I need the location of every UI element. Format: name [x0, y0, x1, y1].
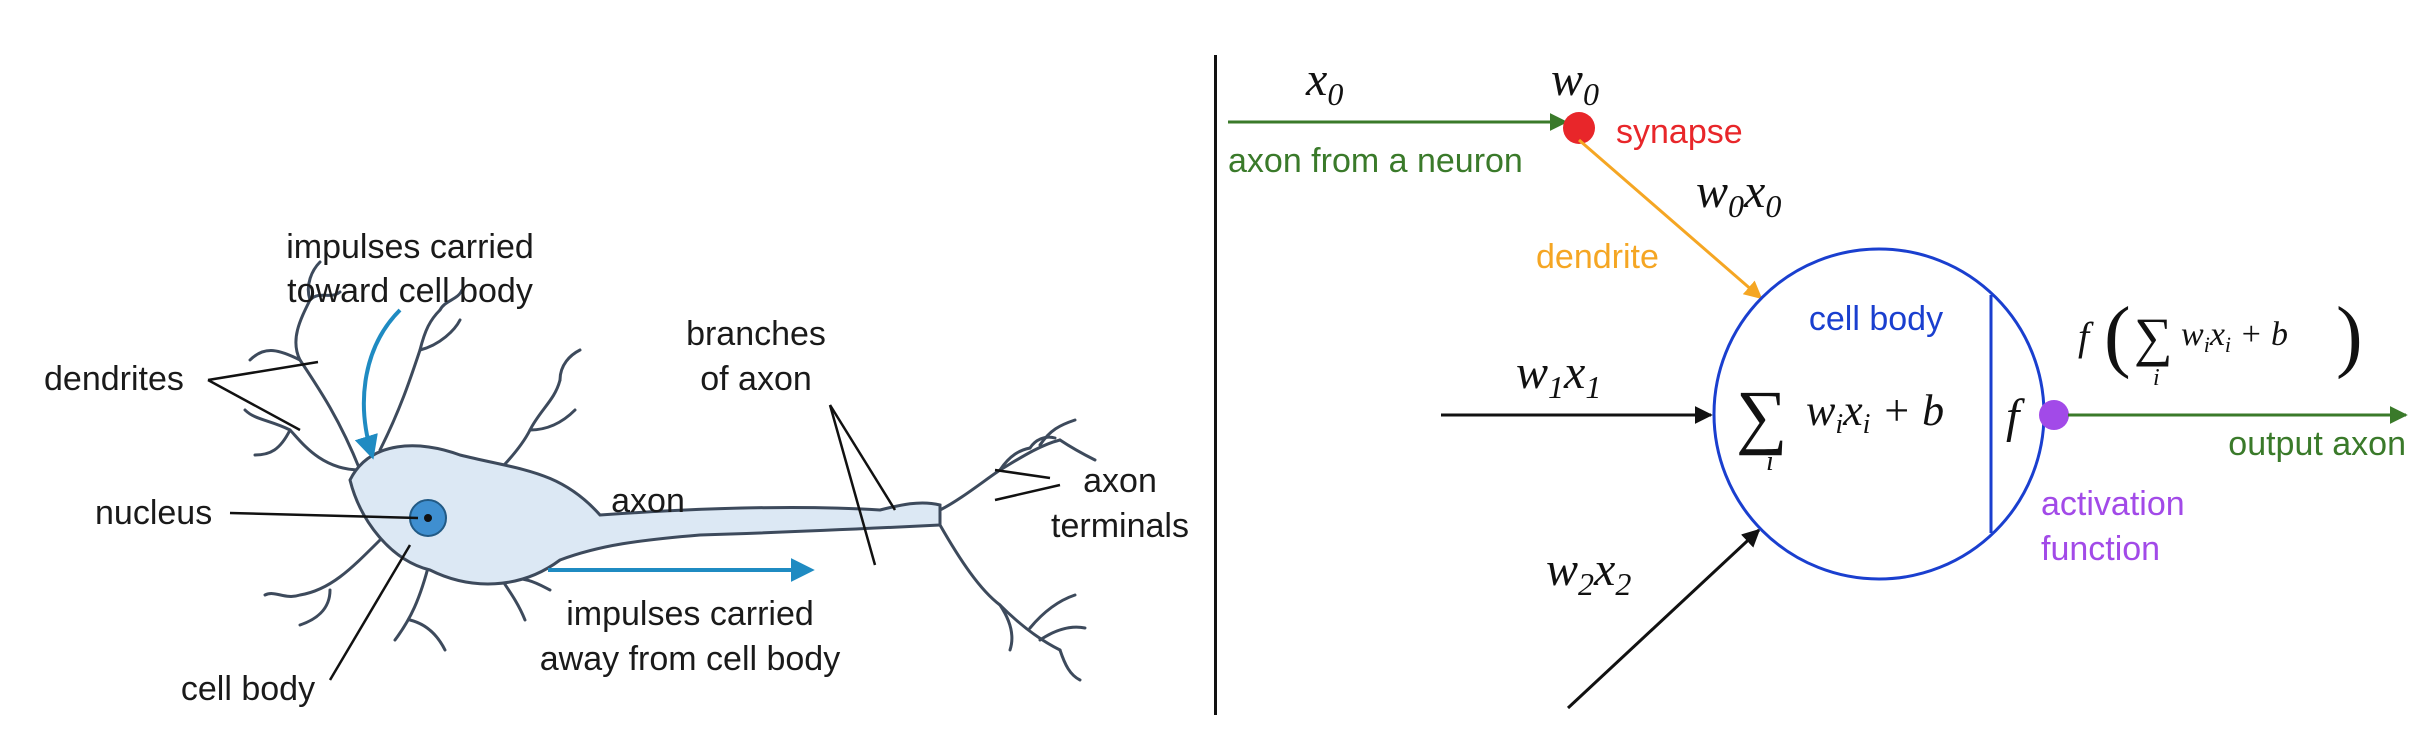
label-dendrites: dendrites: [44, 360, 184, 398]
label-dendrite: dendrite: [1536, 238, 1659, 276]
impulse-toward-arrow: [354, 308, 402, 460]
dendrite-branches: [243, 260, 582, 652]
mathematical-neuron-model: x0 w0 axon from a neuron synapse w0x0 de…: [1228, 53, 2408, 710]
label-axon-terminals-1: axon: [1083, 462, 1157, 500]
synapse-dot: [1563, 112, 1595, 144]
label-impulses-away-1: impulses carried: [566, 595, 814, 633]
label-cell-body: cell body: [181, 670, 315, 708]
output-paren-close: ): [2336, 292, 2363, 380]
label-cell-body: cell body: [1809, 300, 1943, 338]
label-activation-1: activation: [2041, 485, 2185, 523]
sum-symbol: ∑: [1736, 376, 1787, 456]
output-sum-symbol: ∑: [2134, 307, 2173, 367]
activation-dot: [2039, 400, 2069, 430]
output-paren-open: (: [2104, 292, 2131, 380]
product-w2x2: w2x2: [1546, 543, 1631, 602]
axon-terminal-branches: [938, 418, 1097, 682]
output-sum-index: i: [2153, 365, 2160, 391]
input-x0: x0: [1305, 53, 1343, 112]
label-output-axon: output axon: [2228, 425, 2406, 463]
label-branches-1: branches: [686, 315, 826, 353]
label-activation-2: function: [2041, 530, 2160, 568]
biological-neuron-diagram: impulses carried toward cell body dendri…: [44, 228, 1189, 708]
product-w1x1: w1x1: [1516, 346, 1601, 405]
nucleolus-dot: [424, 514, 432, 522]
product-w0x0: w0x0: [1696, 165, 1781, 224]
panel-divider: [1214, 55, 1217, 715]
weight-w0: w0: [1551, 53, 1599, 112]
label-branches-2: of axon: [700, 360, 812, 398]
output-sum-body: wixi + b: [2181, 316, 2288, 357]
label-axon: axon: [611, 482, 685, 520]
dendrite-arrow: [1578, 138, 1763, 300]
label-impulses-toward-2: toward cell body: [287, 272, 533, 310]
label-impulses-away-2: away from cell body: [540, 640, 840, 678]
label-impulses-toward-1: impulses carried: [286, 228, 534, 266]
sum-index: i: [1766, 446, 1774, 477]
output-f: f: [2078, 314, 2094, 359]
pointer-lines: [207, 360, 1061, 681]
label-axon-terminals-2: terminals: [1051, 507, 1189, 545]
input-w2x2-arrow: [1566, 528, 1761, 710]
label-axon-from-neuron: axon from a neuron: [1228, 142, 1523, 180]
sum-body: wixi + b: [1806, 386, 1944, 440]
label-synapse: synapse: [1616, 113, 1743, 151]
label-nucleus: nucleus: [95, 494, 212, 532]
activation-f-inner: f: [2006, 390, 2025, 443]
